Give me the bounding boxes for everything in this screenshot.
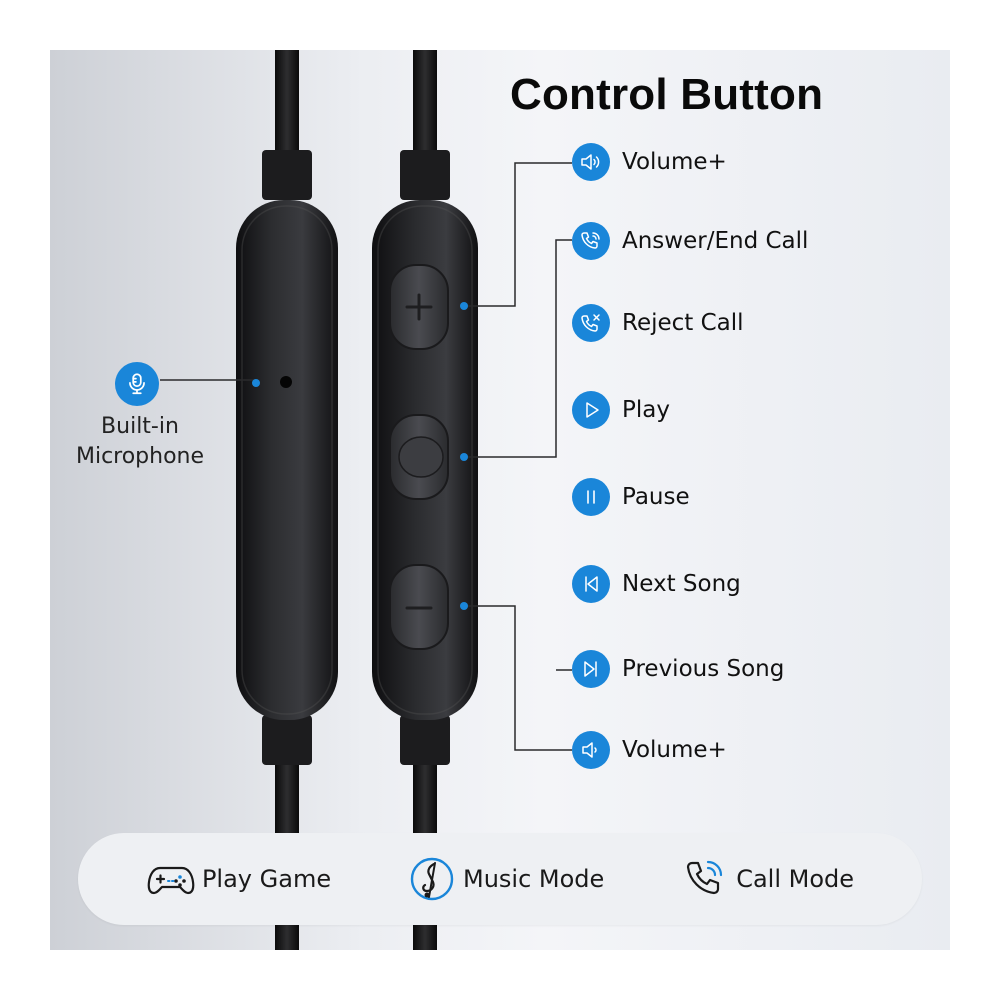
microphone-icon — [115, 362, 159, 406]
phone-call-icon — [687, 860, 723, 895]
phone-ring-icon — [572, 222, 610, 260]
feature-play: Play — [572, 390, 670, 430]
multi-function-button — [389, 414, 449, 500]
right-remote-cap-bottom — [400, 715, 450, 765]
feature-answer-end-call: Answer/End Call — [572, 221, 808, 261]
feature-label: Volume+ — [622, 737, 727, 763]
volume-down-icon — [572, 731, 610, 769]
volume-down-button — [389, 564, 449, 650]
feature-pause: Pause — [572, 477, 690, 517]
mode-label: Music Mode — [463, 865, 605, 893]
right-remote-cap-top — [400, 150, 450, 200]
cable-left-top — [275, 50, 299, 160]
gamepad-icon — [147, 866, 195, 895]
feature-label: Previous Song — [622, 656, 785, 682]
mode-music: Music Mode — [407, 854, 604, 904]
microphone-hole — [280, 376, 292, 388]
left-remote-cap-top — [262, 150, 312, 200]
callout-dots — [252, 302, 468, 610]
left-remote-cap-bottom — [262, 715, 312, 765]
feature-label: Next Song — [622, 571, 741, 597]
feature-label: Volume+ — [622, 149, 727, 175]
feature-volume-up: Volume+ — [572, 142, 727, 182]
cable-right-top — [413, 50, 437, 160]
feature-previous-song: Previous Song — [572, 649, 784, 689]
mode-label: Play Game — [201, 865, 332, 893]
feature-label: Answer/End Call — [622, 228, 809, 254]
pause-icon — [572, 478, 610, 516]
microphone-label-line2: Microphone — [75, 444, 205, 469]
volume-up-icon — [572, 143, 610, 181]
feature-label: Pause — [622, 484, 690, 510]
microphone-label-line1: Built-in — [101, 414, 179, 439]
microphone-label: Built-in Microphone — [60, 412, 220, 472]
product-panel: Control Button Built-in Microphone Volum… — [50, 50, 950, 950]
volume-up-button — [389, 264, 449, 350]
mode-call: Call Mode — [680, 854, 854, 904]
page-title: Control Button — [510, 70, 824, 119]
feature-reject-call: Reject Call — [572, 303, 744, 343]
feature-next-song: Next Song — [572, 564, 741, 604]
feature-label: Play — [622, 397, 670, 423]
earphone-remote-illustration — [160, 50, 572, 950]
mode-label: Call Mode — [736, 865, 855, 893]
callout-lines — [160, 162, 572, 751]
phone-reject-icon — [572, 304, 610, 342]
mode-play-game: Play Game — [146, 854, 331, 904]
skip-back-icon — [572, 565, 610, 603]
music-note-icon — [410, 857, 454, 901]
left-remote-body — [236, 200, 338, 720]
feature-volume-down: Volume+ — [572, 730, 727, 770]
play-icon — [572, 391, 610, 429]
modes-bar: Play Game Music Mode Call Mode — [78, 833, 922, 925]
feature-label: Reject Call — [622, 310, 744, 336]
skip-forward-icon — [572, 650, 610, 688]
